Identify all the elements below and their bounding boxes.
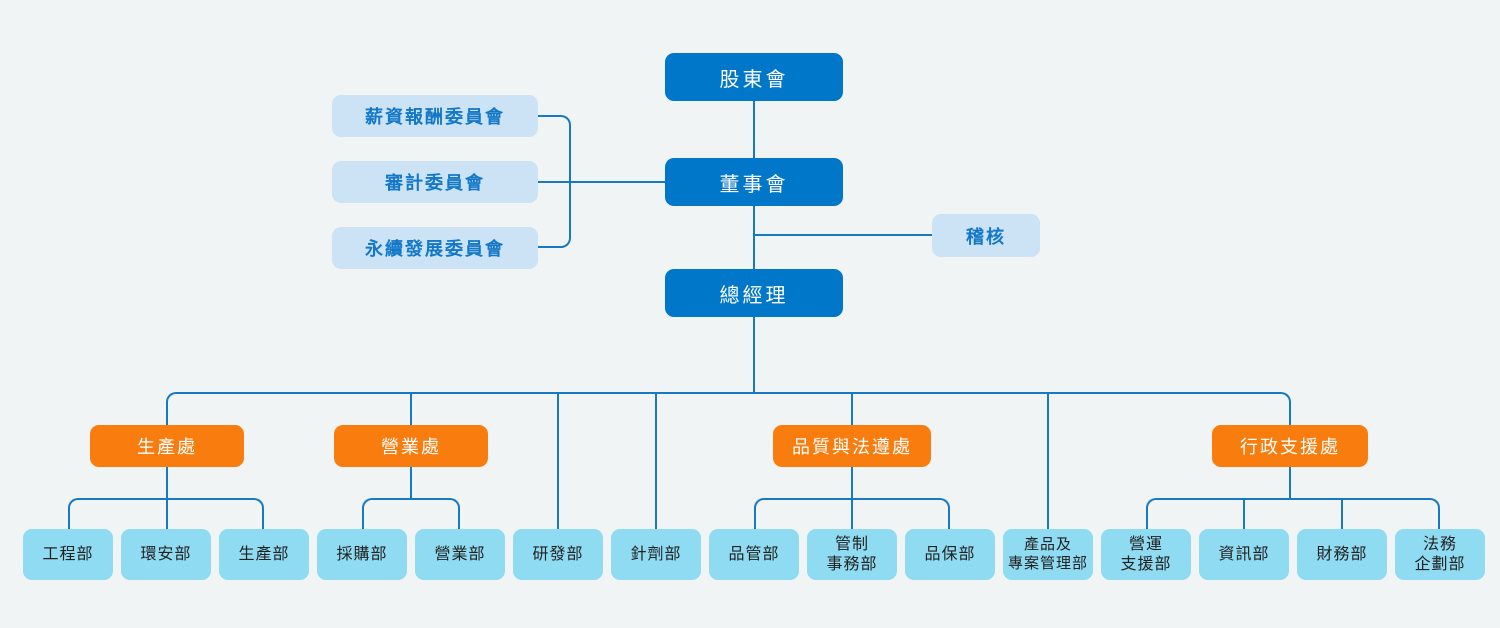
node-dept-production: 生產部	[219, 529, 309, 580]
node-dept-product-project-management: 產品及 專案管理部	[1003, 529, 1093, 580]
node-dept-procurement: 採購部	[317, 529, 407, 580]
node-audit-committee: 審計委員會	[332, 161, 538, 203]
connector-drop-injection	[655, 393, 657, 529]
connector-drop-sales-division	[410, 393, 412, 425]
connector-sales-bracket	[362, 498, 460, 529]
node-sustainability-committee: 永續發展委員會	[332, 227, 538, 269]
connector-sales-stub	[410, 467, 412, 499]
connector-admin-stub	[1289, 467, 1291, 499]
node-dept-environment-safety: 環安部	[121, 529, 211, 580]
node-dept-quality-assurance: 品保部	[905, 529, 995, 580]
node-compensation-committee: 薪資報酬委員會	[332, 95, 538, 137]
connector-board-auditoffice	[754, 234, 932, 236]
node-dept-regulatory-affairs: 管制 事務部	[807, 529, 897, 580]
node-board-of-directors: 董事會	[665, 158, 843, 206]
node-dept-finance: 財務部	[1297, 529, 1387, 580]
node-dept-sales: 營業部	[415, 529, 505, 580]
node-audit-office: 稽核	[932, 214, 1040, 257]
node-general-manager: 總經理	[665, 269, 843, 317]
connector-drop-finance	[1341, 500, 1343, 529]
node-dept-engineering: 工程部	[23, 529, 113, 580]
connector-shareholders-board	[753, 101, 755, 158]
node-admin-support-division: 行政支援處	[1212, 425, 1368, 467]
connector-production-bracket	[68, 498, 264, 529]
node-quality-compliance-division: 品質與法遵處	[773, 425, 931, 467]
connector-drop-product-project	[1047, 393, 1049, 529]
connector-auditcommittee-board	[538, 181, 665, 183]
connector-quality-bracket	[754, 498, 950, 529]
connector-board-gm	[753, 206, 755, 269]
node-production-division: 生產處	[90, 425, 244, 467]
node-dept-operations-support: 營運 支援部	[1101, 529, 1191, 580]
node-dept-injection: 針劑部	[611, 529, 701, 580]
connector-drop-it	[1243, 500, 1245, 529]
node-dept-rnd: 研發部	[513, 529, 603, 580]
connector-drop-rnd	[557, 393, 559, 529]
connector-admin-bracket	[1146, 498, 1440, 529]
node-dept-information: 資訊部	[1199, 529, 1289, 580]
connector-drop-quality-division	[851, 393, 853, 425]
node-sales-division: 營業處	[334, 425, 488, 467]
node-dept-quality-control: 品管部	[709, 529, 799, 580]
connector-gm-mainline	[753, 317, 755, 392]
node-dept-legal-planning: 法務 企劃部	[1395, 529, 1485, 580]
connector-main-distribution	[166, 392, 1291, 425]
node-shareholders-meeting: 股東會	[665, 53, 843, 101]
